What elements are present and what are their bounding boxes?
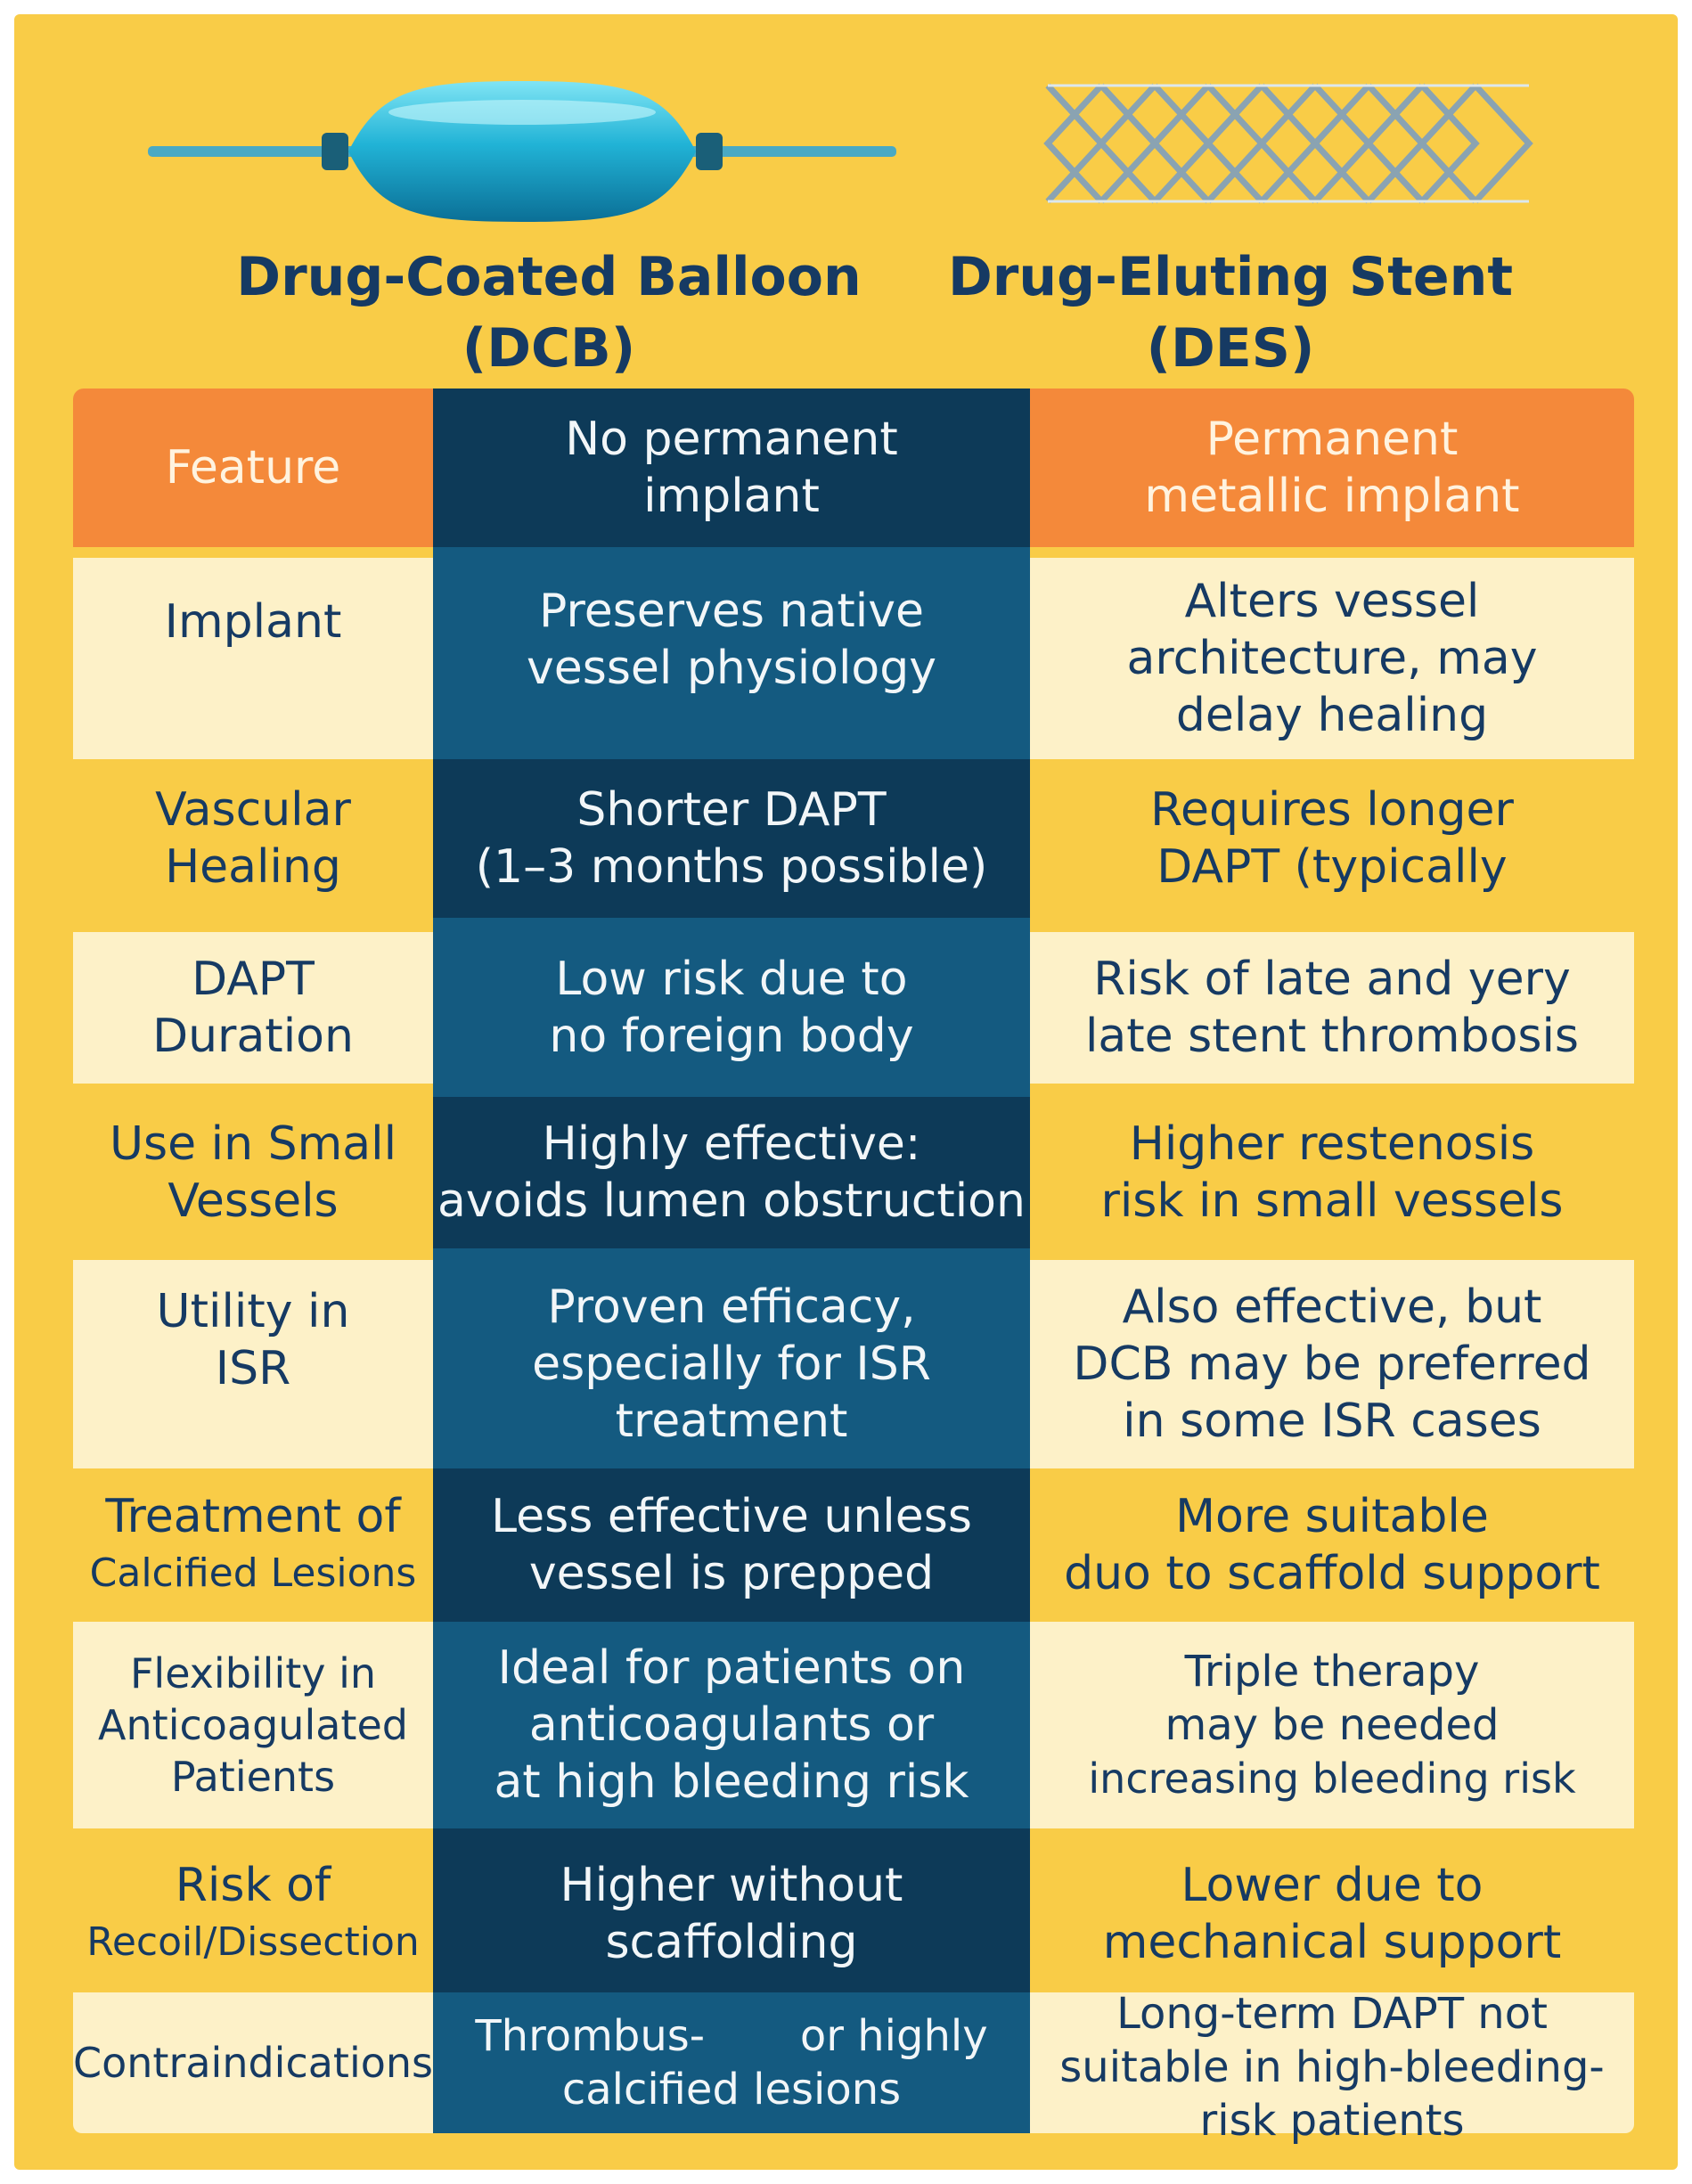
- dcb-cell: Preserves native vessel physiology: [433, 558, 1030, 759]
- dcb-cell: Highly effective: avoids lumen obstructi…: [433, 1097, 1030, 1248]
- feature-cell: Contraindications: [73, 1992, 433, 2133]
- dcb-title: Drug-Coated Balloon (DCB): [210, 241, 887, 384]
- table-row: DAPT Duration Low risk due to no foreign…: [73, 932, 1634, 1084]
- des-cell: Long-term DAPT not suitable in high-blee…: [1030, 1989, 1634, 2146]
- table-row: Contraindications Thrombus- or highly ca…: [73, 1989, 1634, 2146]
- device-header: Drug-Coated Balloon (DCB) Drug-Eluting S…: [14, 14, 1678, 389]
- dcb-cell: Proven efficacy, especially for ISR trea…: [433, 1260, 1030, 1468]
- des-cell: Triple therapy may be needed increasing …: [1030, 1622, 1634, 1828]
- table-row: Vascular Healing Shorter DAPT (1–3 month…: [73, 759, 1634, 918]
- dcb-cell: Low risk due to no foreign body: [433, 932, 1030, 1084]
- des-title-line1: Drug-Eluting Stent: [947, 246, 1513, 308]
- table-row: Treatment of Calcified Lesions Less effe…: [73, 1468, 1634, 1622]
- feature-cell: Implant: [73, 558, 433, 759]
- dcb-cell: Thrombus- or highly calcified lesions: [433, 1992, 1030, 2133]
- balloon-catheter-icon: [148, 81, 896, 222]
- des-cell: Alters vessel architecture, may delay he…: [1030, 558, 1634, 759]
- stent-mesh-icon: [1043, 83, 1533, 204]
- des-cell: Higher restenosis risk in small vessels: [1100, 1117, 1564, 1228]
- des-title: Drug-Eluting Stent (DES): [892, 241, 1569, 384]
- dcb-title-line2: (DCB): [462, 317, 636, 380]
- des-title-line2: (DES): [1146, 317, 1315, 380]
- feature-cell: Treatment of Calcified Lesions: [89, 1490, 417, 1596]
- feature-cell: Use in Small Vessels: [109, 1117, 397, 1228]
- header-des: Permanent metallic implant: [1030, 389, 1634, 547]
- table-row: Risk of Recoil/Dissection Higher without…: [73, 1828, 1634, 2000]
- feature-cell: Utility in ISR: [73, 1260, 433, 1468]
- dcb-cell: Less effective unless vessel is prepped: [433, 1468, 1030, 1622]
- infographic-page: Drug-Coated Balloon (DCB) Drug-Eluting S…: [14, 14, 1678, 2170]
- table-row: Utility in ISR Proven efficacy, especial…: [73, 1260, 1634, 1468]
- header-feature: Feature: [73, 389, 433, 547]
- des-cell: Lower due to mechanical support: [1102, 1859, 1562, 1969]
- des-cell: Risk of late and yery late stent thrombo…: [1030, 932, 1634, 1084]
- dcb-cell: Ideal for patients on anticoagulants or …: [433, 1622, 1030, 1828]
- des-cell: Also effective, but DCB may be preferred…: [1030, 1260, 1634, 1468]
- feature-cell: Risk of Recoil/Dissection: [86, 1859, 420, 1965]
- des-cell: Requires longer DAPT (typically: [1150, 783, 1514, 894]
- table-row: Implant Preserves native vessel physiolo…: [73, 558, 1634, 759]
- feature-cell: DAPT Duration: [73, 932, 433, 1084]
- feature-cell: Vascular Healing: [155, 783, 351, 894]
- dcb-cell: Shorter DAPT (1–3 months possible): [433, 759, 1030, 918]
- header-dcb: No permanent implant: [433, 389, 1030, 547]
- des-cell: More suitable duo to scaffold support: [1064, 1490, 1600, 1600]
- feature-cell: Flexibility in Anticoagulated Patients: [73, 1622, 433, 1828]
- table-row: Use in Small Vessels Highly effective: a…: [73, 1097, 1634, 1248]
- dcb-title-line1: Drug-Coated Balloon: [236, 246, 862, 308]
- table-row: Flexibility in Anticoagulated Patients I…: [73, 1622, 1634, 1828]
- table-header-row: Feature No permanent implant Permanent m…: [73, 389, 1634, 547]
- dcb-cell: Higher without scaffolding: [433, 1828, 1030, 2000]
